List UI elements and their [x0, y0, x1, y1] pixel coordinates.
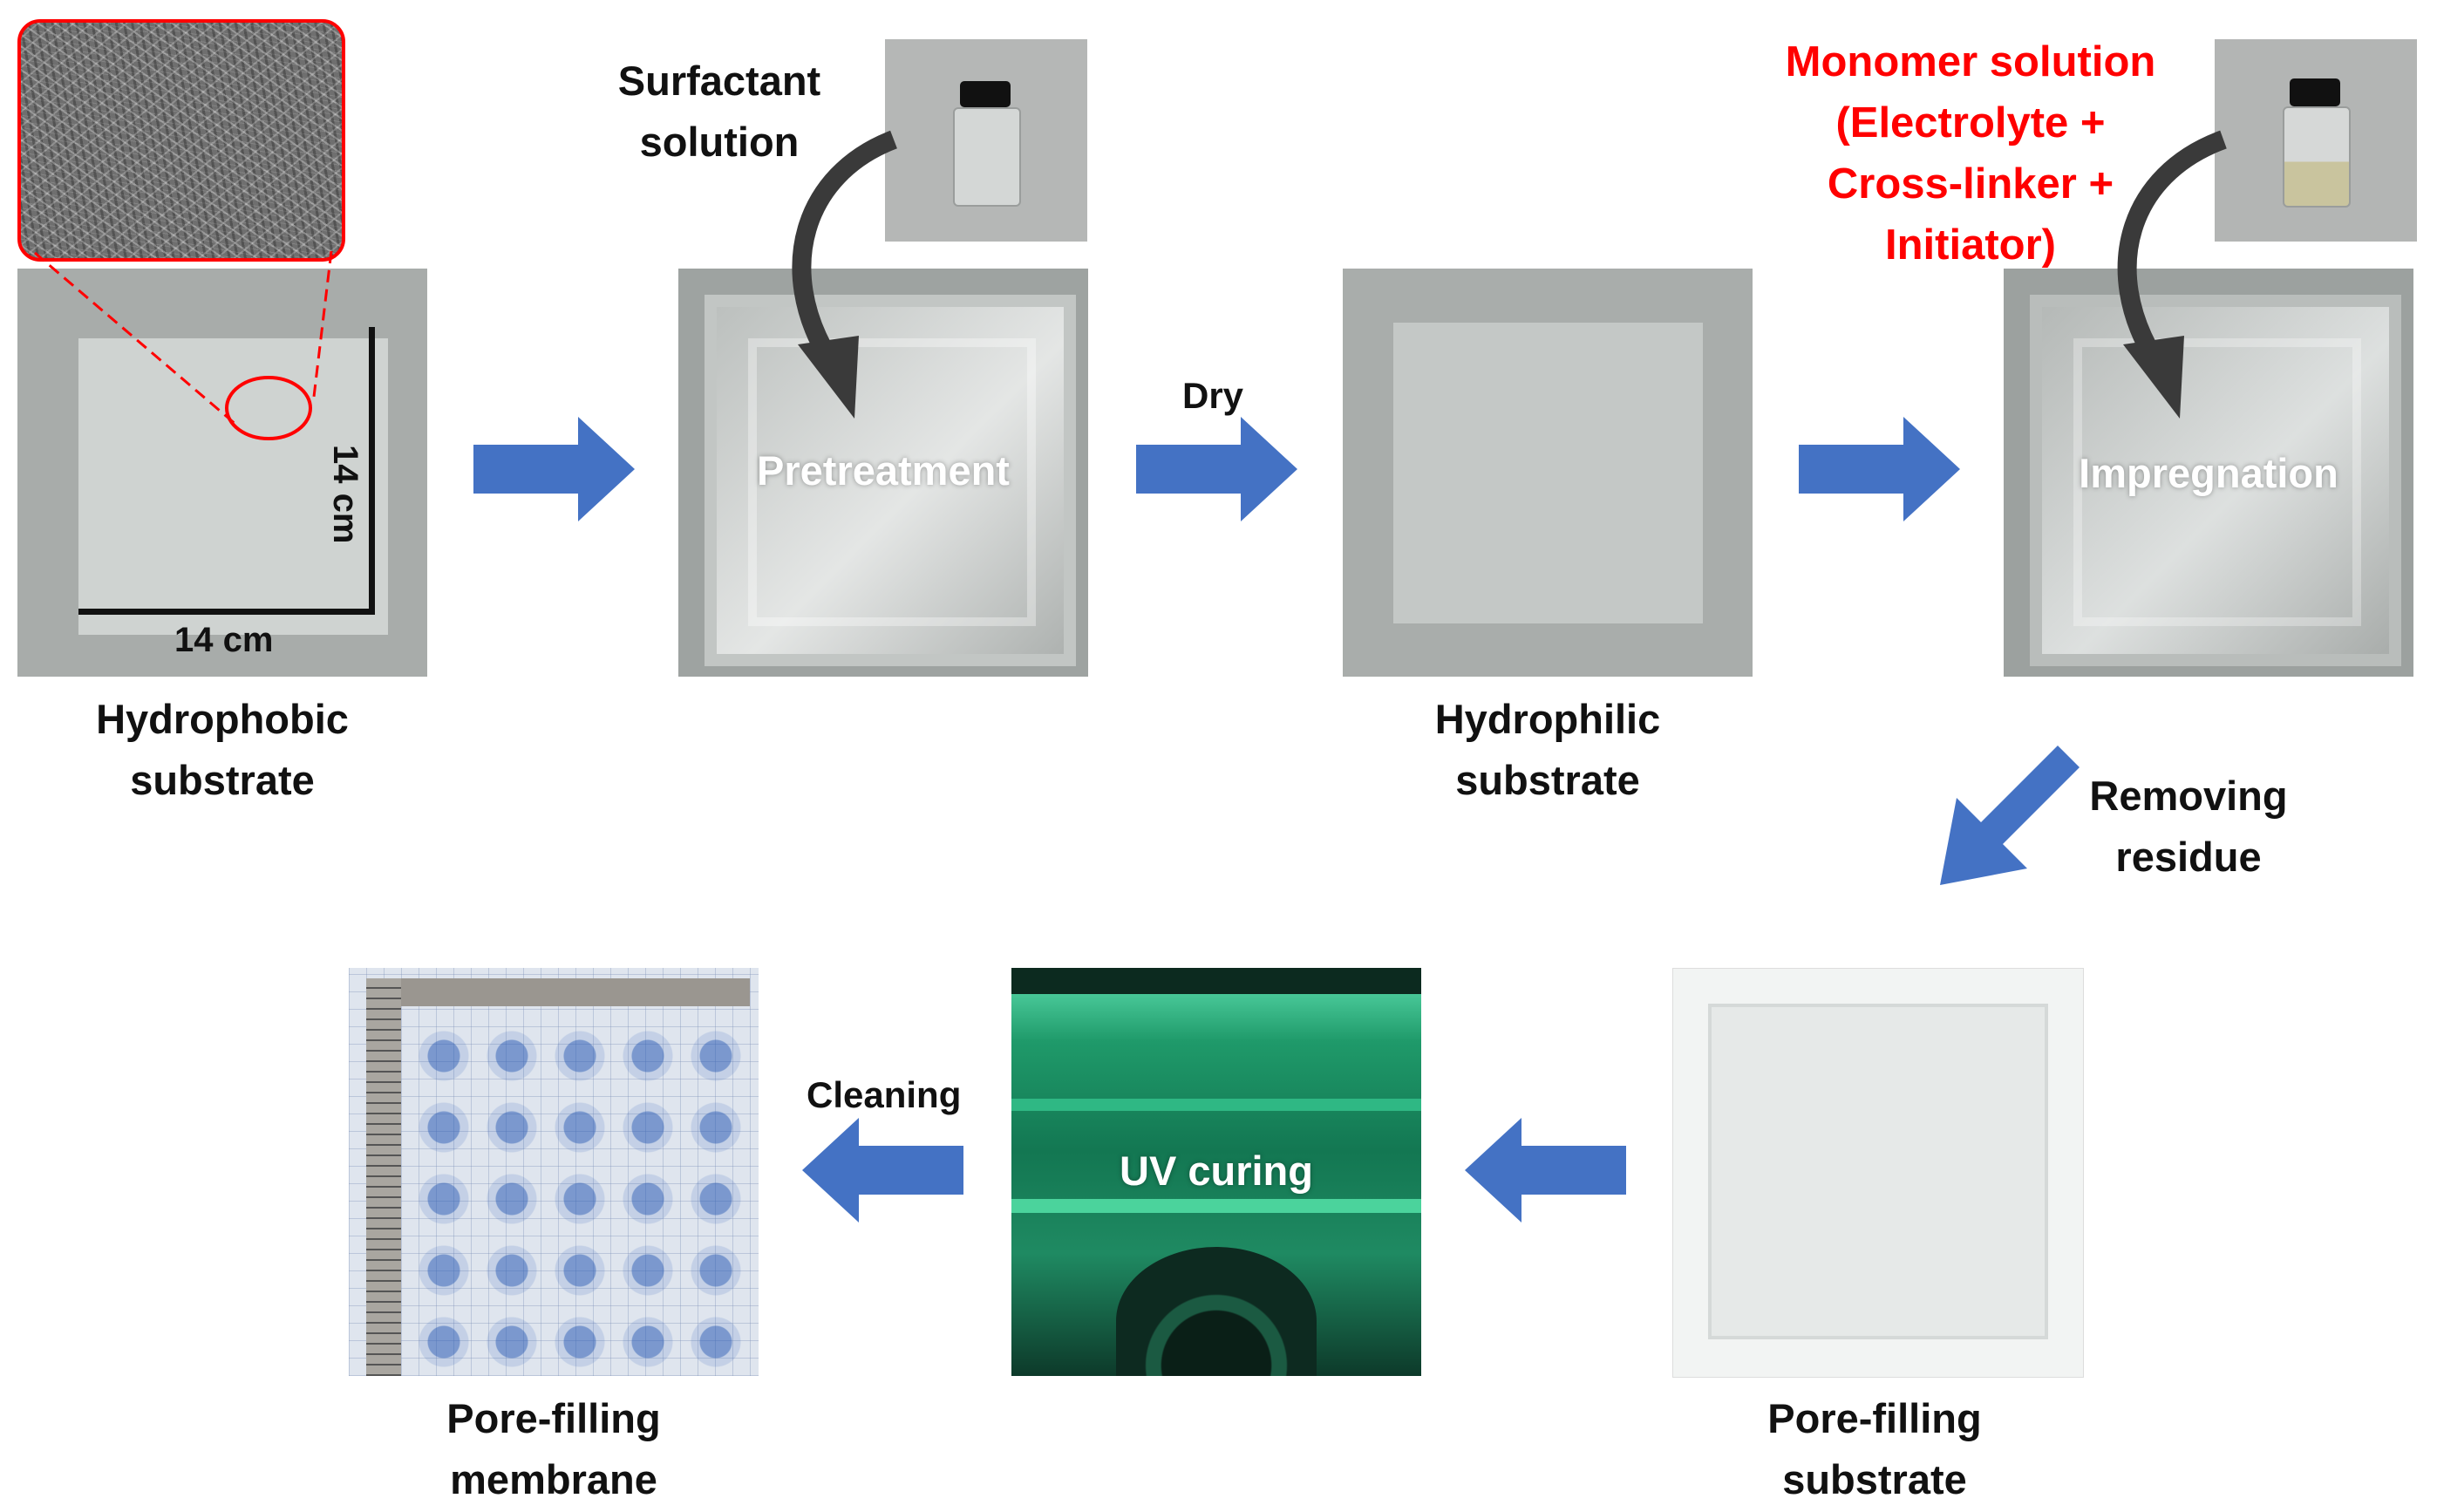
caption-line: substrate [1455, 757, 1640, 803]
steel-ruler-left [366, 978, 401, 1376]
caption-line: Hydrophilic [1434, 696, 1661, 742]
zoom-indicator [34, 250, 333, 440]
dimension-vertical-line [369, 327, 375, 615]
logo-pattern [410, 1020, 750, 1369]
sem-micrograph-inset [17, 19, 345, 262]
tray-inner-wall [2073, 338, 2361, 626]
cleaning-label: Cleaning [807, 1074, 962, 1115]
caption-line: Pore-filling [446, 1395, 661, 1441]
vial-body [2283, 106, 2351, 208]
vial-cap [2290, 78, 2340, 106]
flow-arrow-right-1 [473, 417, 635, 521]
flow-arrow-diagonal [1940, 746, 2080, 885]
caption-pore-filling-membrane: Pore-filling membrane [331, 1388, 776, 1510]
caption-line: membrane [450, 1456, 657, 1502]
uv-shelf [1011, 1199, 1421, 1213]
flow-arrow-right-3 [1799, 417, 1960, 521]
curved-arrow-pretreatment [792, 130, 898, 419]
flow-arrow-left-1 [1465, 1118, 1626, 1223]
dry-label: Dry [1182, 375, 1244, 416]
flow-arrow-left-2 [802, 1118, 963, 1223]
substrate-sheet [1393, 323, 1703, 623]
label-line: solution [639, 119, 800, 165]
caption-pore-filling-substrate: Pore-filling substrate [1652, 1388, 2097, 1510]
uv-fan [1116, 1247, 1317, 1376]
label-line: Cross-linker + [1827, 160, 2114, 208]
removing-residue-label: Removing residue [2066, 766, 2311, 888]
pore-filling-membrane-photo [349, 968, 759, 1376]
label-line: (Electrolyte + [1835, 99, 2106, 146]
caption-line: substrate [130, 757, 315, 803]
uv-curing-photo [1011, 968, 1421, 1376]
surfactant-vial-photo [885, 39, 1087, 242]
label-line: residue [2115, 834, 2262, 880]
substrate-sheet [1708, 1004, 2048, 1339]
uv-curing-label: UV curing [1120, 1148, 1313, 1194]
dimension-horizontal-line [78, 609, 375, 615]
hydrophilic-substrate-photo [1343, 269, 1753, 677]
vial-body [953, 107, 1021, 207]
steel-ruler-top [366, 978, 750, 1006]
label-line: Monomer solution [1785, 38, 2156, 85]
tray-rim [705, 295, 1076, 666]
caption-line: Pore-filling [1767, 1395, 1982, 1441]
monomer-solution-label: Monomer solution (Electrolyte + Cross-li… [1753, 31, 2189, 276]
label-line: Surfactant [617, 58, 821, 104]
uv-lamp-bar [1011, 968, 1421, 994]
pretreatment-tray-photo [678, 269, 1088, 677]
dimension-horizontal-label: 14 cm [174, 621, 274, 659]
tray-inner-wall [748, 338, 1036, 626]
label-line: Initiator) [1885, 221, 2056, 269]
monomer-vial-photo [2215, 39, 2417, 242]
vial-cap [960, 81, 1011, 107]
surfactant-solution-label: Surfactant solution [602, 51, 837, 173]
curved-arrow-impregnation [2117, 130, 2227, 419]
caption-line: substrate [1782, 1456, 1967, 1502]
uv-shelf [1011, 1099, 1421, 1111]
pore-filling-substrate-photo [1672, 968, 2084, 1378]
caption-hydrophobic-substrate: Hydrophobic substrate [0, 689, 445, 811]
impregnation-label: Impregnation [2079, 450, 2338, 496]
caption-hydrophilic-substrate: Hydrophilic substrate [1325, 689, 1770, 811]
caption-line: Hydrophobic [96, 696, 349, 742]
substrate-sheet [78, 338, 388, 635]
impregnation-tray-photo [2004, 269, 2413, 677]
label-line: Removing [2089, 773, 2288, 819]
pretreatment-label: Pretreatment [757, 447, 1010, 494]
flow-arrow-right-2 [1136, 417, 1297, 521]
